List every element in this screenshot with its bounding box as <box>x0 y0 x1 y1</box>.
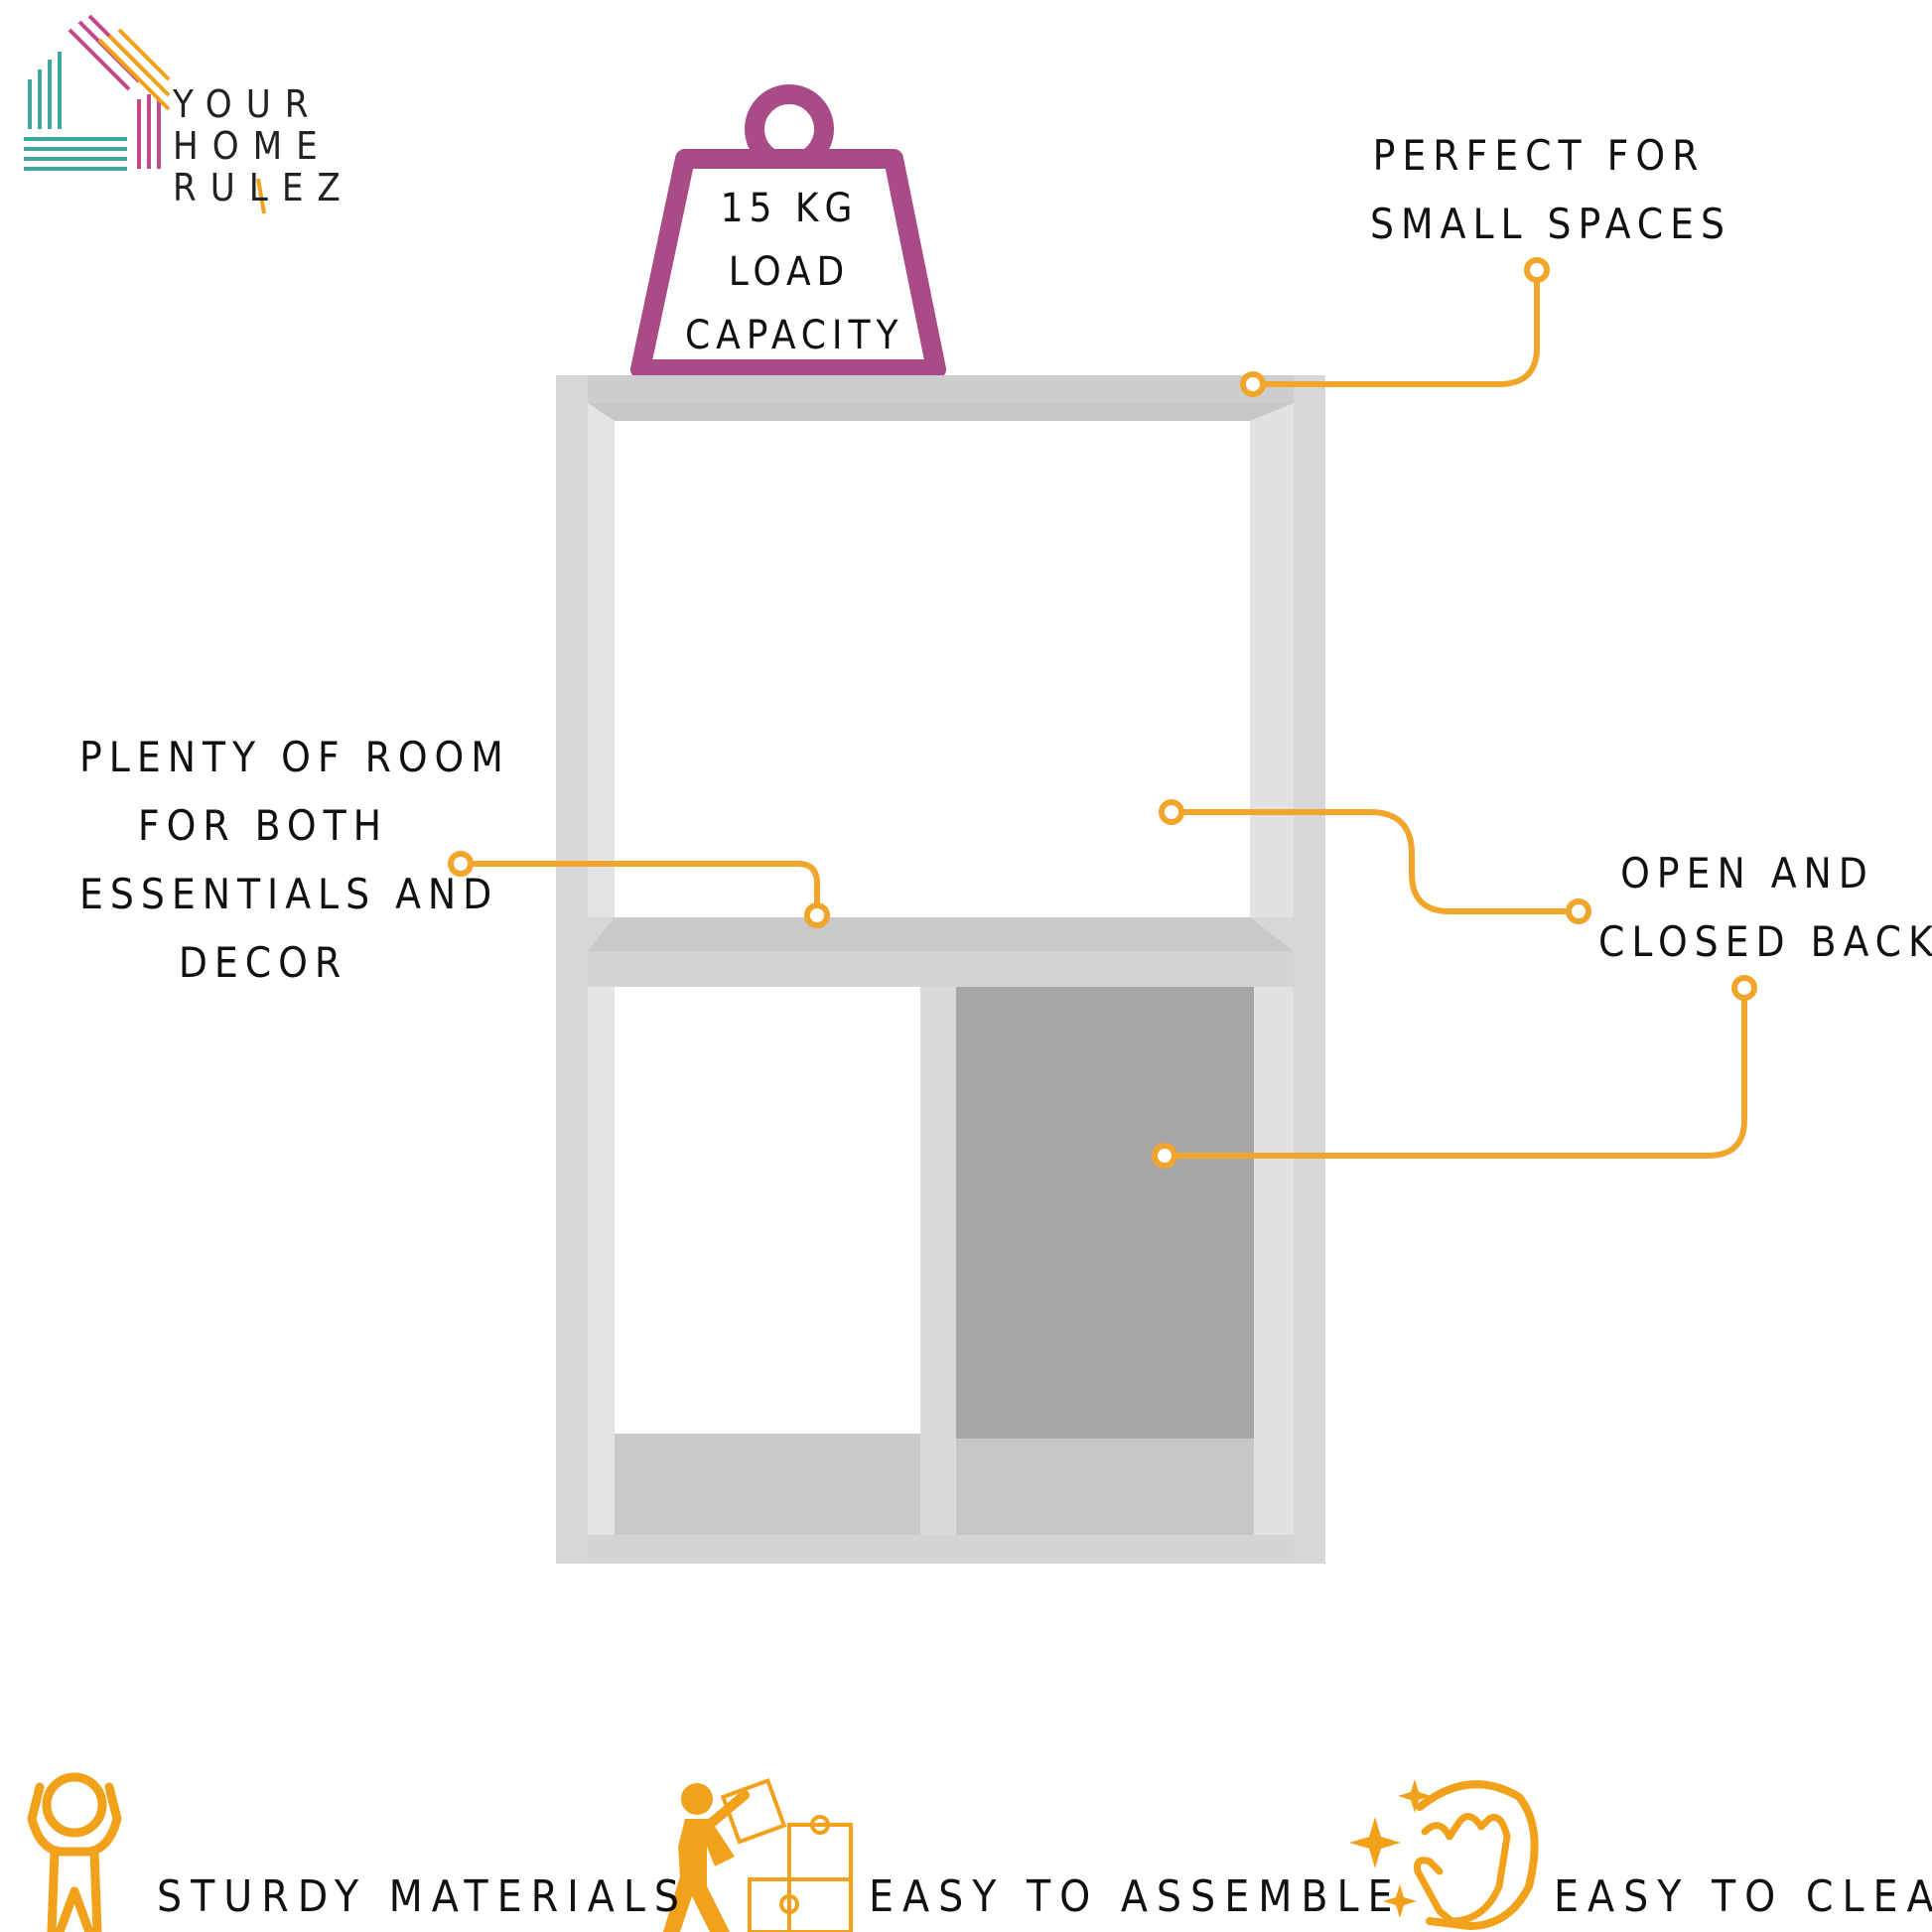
callout-line: ESSENTIALS AND <box>79 870 499 918</box>
load-capacity-line: CAPACITY <box>685 313 904 358</box>
callout-lines <box>458 267 1747 1159</box>
callout-small-spaces: PERFECT FOR SMALL SPACES <box>1370 121 1731 258</box>
callout-line: PERFECT FOR <box>1372 131 1706 180</box>
logo-line: RULEZ <box>173 166 354 209</box>
callout-line: PLENTY OF ROOM <box>79 733 510 781</box>
callout-line: OPEN AND <box>1620 849 1874 897</box>
load-capacity-line: LOAD <box>728 249 851 295</box>
callout-line: CLOSED BACK <box>1598 917 1932 966</box>
shelf-unit <box>556 375 1325 1564</box>
load-capacity-line: 15 KG <box>720 186 859 231</box>
callout-open-closed-back: OPEN AND CLOSED BACK <box>1598 839 1932 976</box>
callout-line: SMALL SPACES <box>1370 200 1731 248</box>
logo-line: HOME <box>173 124 332 168</box>
puzzle-assemble-icon <box>663 1778 853 1932</box>
logo-line: YOUR <box>173 82 323 126</box>
feature-easy-to-assemble: EASY TO ASSEMBLE <box>869 1871 1402 1922</box>
callout-dots <box>448 257 1757 1169</box>
weight-icon <box>630 84 946 379</box>
callout-plenty-room: PLENTY OF ROOM FOR BOTH ESSENTIALS AND D… <box>79 723 510 997</box>
feature-sturdy-materials: STURDY MATERIALS <box>157 1871 689 1922</box>
callout-line: DECOR <box>178 938 348 987</box>
clean-hand-icon <box>1349 1779 1539 1931</box>
feature-easy-to-clean: EASY TO CLEAN <box>1554 1871 1932 1922</box>
brand-logo-icon <box>24 14 266 214</box>
load-capacity-label: 15 KG LOAD CAPACITY <box>685 177 904 367</box>
brand-logo-text: YOUR HOME RULEZ <box>173 83 354 208</box>
strong-person-icon <box>27 1772 122 1932</box>
callout-line: FOR BOTH <box>137 801 389 850</box>
